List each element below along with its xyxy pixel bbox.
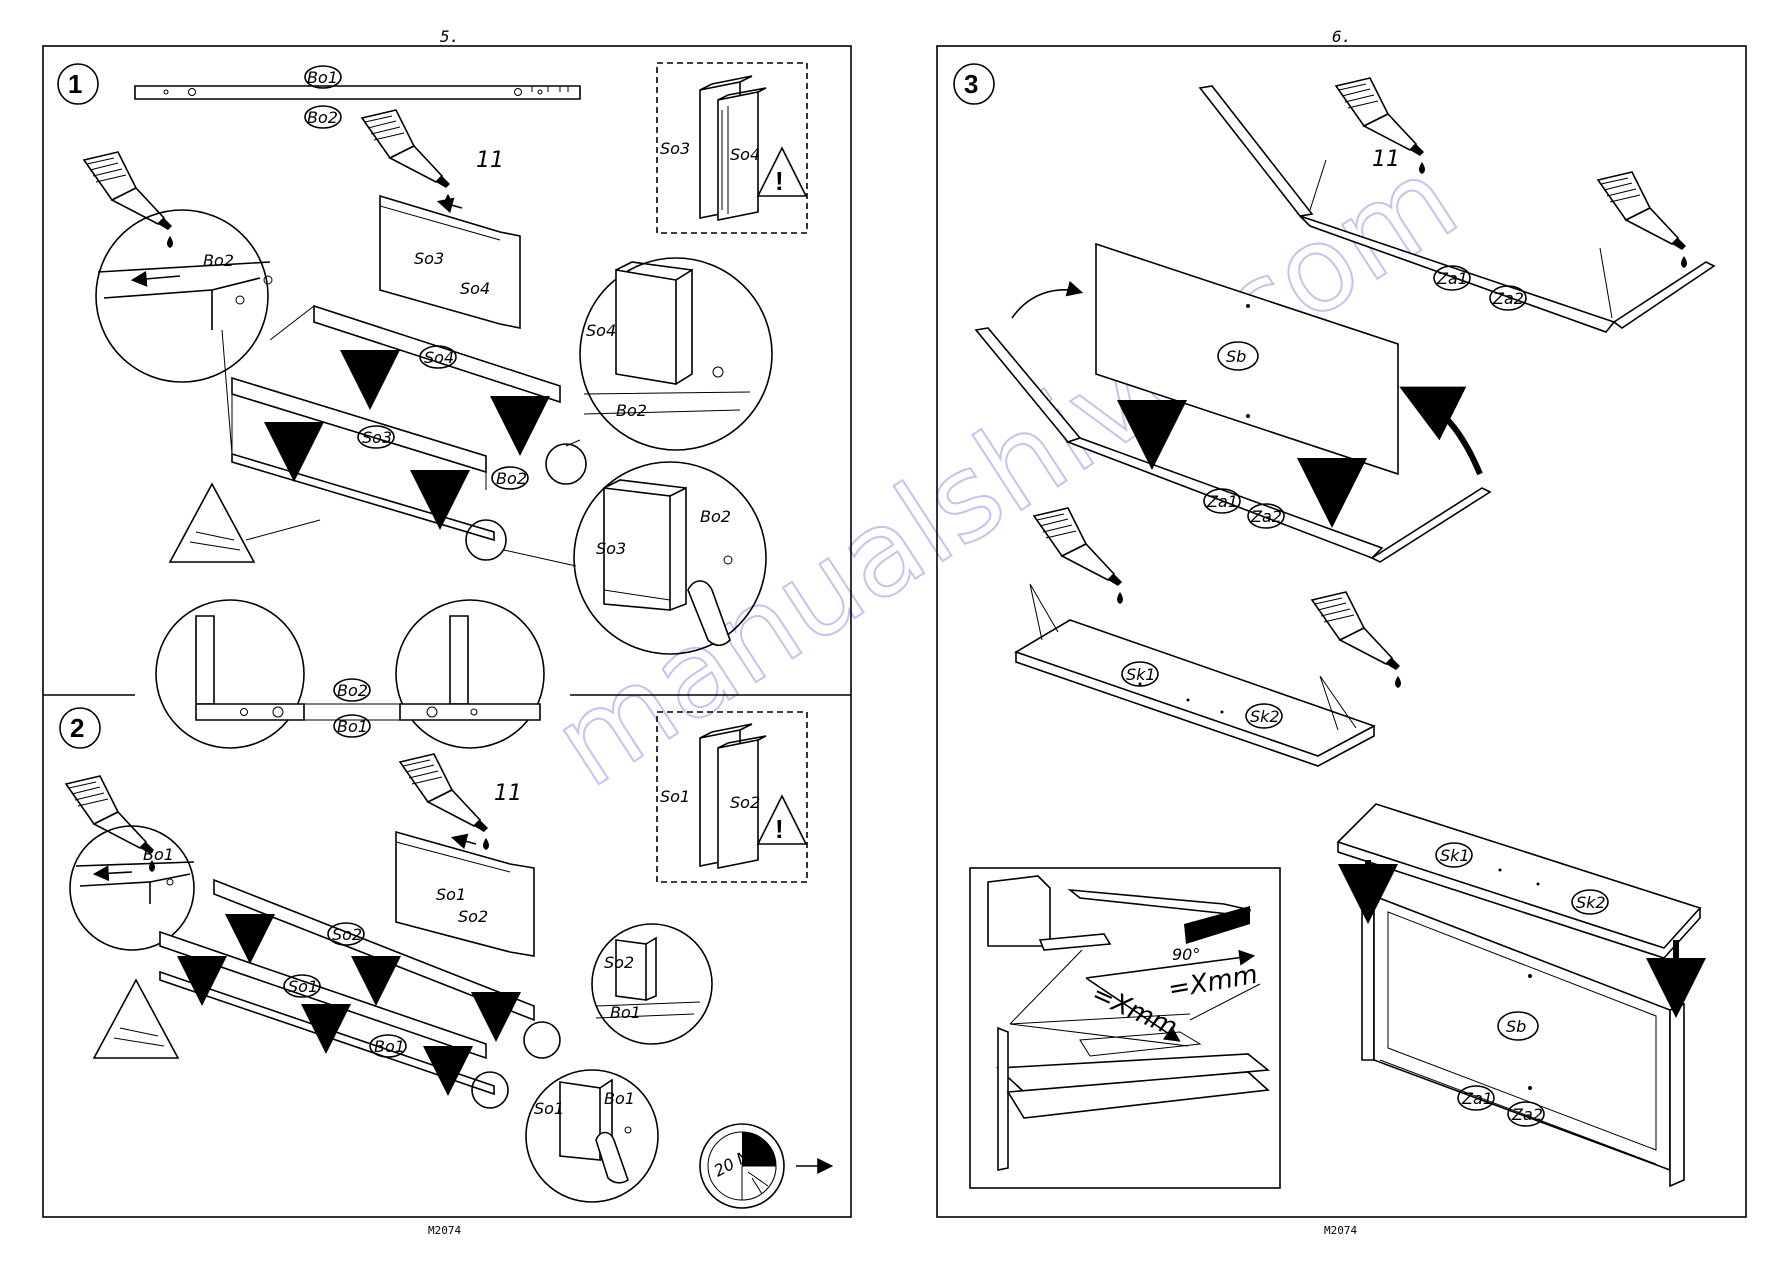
detail-label-bo2: Bo2 — [337, 681, 368, 700]
measure-label-b: =Xmm — [1166, 960, 1260, 1005]
page-number: 5. — [440, 27, 459, 46]
glue-tube-icon — [1311, 591, 1402, 689]
zoom-label-bo1: Bo1 — [610, 1003, 641, 1022]
zoom-label-bo1-b: Bo1 — [604, 1089, 635, 1108]
step-badge — [953, 63, 995, 105]
inset-label-so3: So3 — [660, 139, 690, 158]
final-assembly: Sk1 Sk2 Sb Za1 Za2 — [1336, 803, 1706, 1188]
page-number: 6. — [1332, 27, 1351, 46]
part-label-bo1: Bo1 — [307, 68, 338, 87]
zoom-label-so3: So3 — [596, 539, 626, 558]
rail-end-detail: Bo2 Bo1 — [155, 599, 545, 749]
glue-tube-icon — [1033, 507, 1124, 605]
inset-label-so2: So2 — [730, 793, 760, 812]
inset-label-so1: So1 — [660, 787, 690, 806]
zoom-callout-joint: So2 Bo1 — [591, 923, 713, 1045]
callout-label-bo1: Bo1 — [143, 845, 174, 864]
board-stack: So1 So2 — [395, 830, 535, 957]
frame-middle: Za1 Za2 — [974, 327, 1492, 563]
rail-label-so2: So2 — [332, 925, 362, 944]
footer-code: M2074 — [428, 1224, 461, 1237]
caution-triangle-icon — [168, 482, 321, 563]
final-label-sb: Sb — [1506, 1017, 1526, 1036]
rails-assembly: So2 So1 Bo1 — [159, 878, 561, 1109]
stack-label-so2: So2 — [458, 907, 488, 926]
frame-top: 11 Za1 Za2 — [1198, 77, 1716, 333]
zoom-callout-edge: Bo2 So3 — [503, 461, 767, 655]
stack-label-so3: So3 — [414, 249, 444, 268]
zoom-label-so1: So1 — [534, 1099, 564, 1118]
inset-detail: So3 So4 ! — [656, 62, 808, 234]
inset-detail: So1 So2 ! — [656, 711, 808, 883]
step-badge — [59, 707, 101, 749]
board-label-sk1: Sk1 — [1126, 665, 1156, 684]
frame-mid-label-za2: Za2 — [1250, 507, 1282, 526]
glue-count: 11 — [1372, 147, 1400, 172]
frame-top-label-za1: Za1 — [1436, 269, 1468, 288]
bottom-board: Sk1 Sk2 — [1014, 507, 1402, 767]
rails-assembly: So4 So3 Bo2 — [221, 304, 587, 561]
rail-label-bo1: Bo1 — [374, 1037, 405, 1056]
glue-tube-icon — [361, 109, 452, 207]
final-label-sk1: Sk1 — [1440, 846, 1470, 865]
rail-label-so1: So1 — [288, 977, 318, 996]
part-label-bo2: Bo2 — [307, 108, 338, 127]
glue-count: 11 — [494, 781, 522, 806]
board-stack: So3 So4 — [379, 194, 521, 329]
final-label-za2: Za2 — [1511, 1105, 1543, 1124]
panel-label-sb: Sb — [1226, 347, 1246, 366]
zoom-callout-left: Bo2 — [95, 209, 273, 383]
footer-code: M2074 — [1324, 1224, 1357, 1237]
glue-tube-icon — [65, 775, 156, 873]
page-left: 5. M2074 1 Bo1 Bo2 — [42, 27, 852, 1237]
zoom-label-bo2: Bo2 — [616, 401, 647, 420]
step-number: 3 — [964, 69, 978, 99]
step-1: 1 Bo1 Bo2 So3 So4 — [57, 62, 808, 655]
frame-mid-label-za1: Za1 — [1206, 492, 1238, 511]
step-badge — [57, 63, 99, 105]
frame-top-label-za2: Za2 — [1492, 289, 1524, 308]
rail-label-so3: So3 — [362, 428, 392, 447]
inset-label-so4: So4 — [730, 145, 760, 164]
callout-label-bo2: Bo2 — [203, 251, 234, 270]
glue-tube-icon — [1597, 171, 1688, 269]
measure-inset: 90° =Xmm =Xmm — [969, 867, 1281, 1189]
page-frame — [42, 45, 852, 1218]
step-number: 2 — [70, 713, 84, 743]
drying-timer-icon: 20 Min — [699, 1123, 834, 1209]
zoom-label-bo2-b: Bo2 — [700, 507, 731, 526]
step-number: 1 — [68, 69, 82, 99]
top-rail: Bo1 Bo2 — [134, 65, 581, 129]
zoom-label-so2: So2 — [604, 953, 634, 972]
detail-label-bo1: Bo1 — [337, 717, 368, 736]
final-label-sk2: Sk2 — [1576, 893, 1606, 912]
rail-label-so4: So4 — [424, 348, 454, 367]
glue-tube-icon — [399, 753, 490, 851]
zoom-callout-left: Bo1 — [69, 825, 195, 951]
step-2: 2 So1 So2 ! Bo1 11 — [59, 707, 834, 1209]
caution-triangle-icon — [92, 978, 180, 1059]
page-frame — [936, 45, 1747, 1218]
stack-label-so1: So1 — [436, 885, 466, 904]
stack-label-so4: So4 — [460, 279, 490, 298]
glue-count: 11 — [476, 148, 504, 173]
board-label-sk2: Sk2 — [1250, 707, 1280, 726]
angle-label: 90° — [1172, 945, 1200, 964]
final-label-za1: Za1 — [1461, 1089, 1493, 1108]
tape-measure-icon — [987, 875, 1051, 947]
back-panel: Sb — [1011, 242, 1483, 476]
zoom-label-so4: So4 — [586, 321, 616, 340]
square-ruler-icon — [1067, 888, 1252, 917]
warning-icon: ! — [775, 166, 784, 196]
zoom-callout-edge: So1 Bo1 — [525, 1069, 659, 1203]
warning-icon: ! — [775, 814, 784, 844]
step-3: 3 11 Za1 Za2 Sb — [953, 63, 1716, 1189]
zoom-callout-joint: So4 Bo2 — [565, 257, 773, 451]
glue-tube-icon — [83, 151, 174, 249]
rail-label-bo2: Bo2 — [496, 469, 527, 488]
